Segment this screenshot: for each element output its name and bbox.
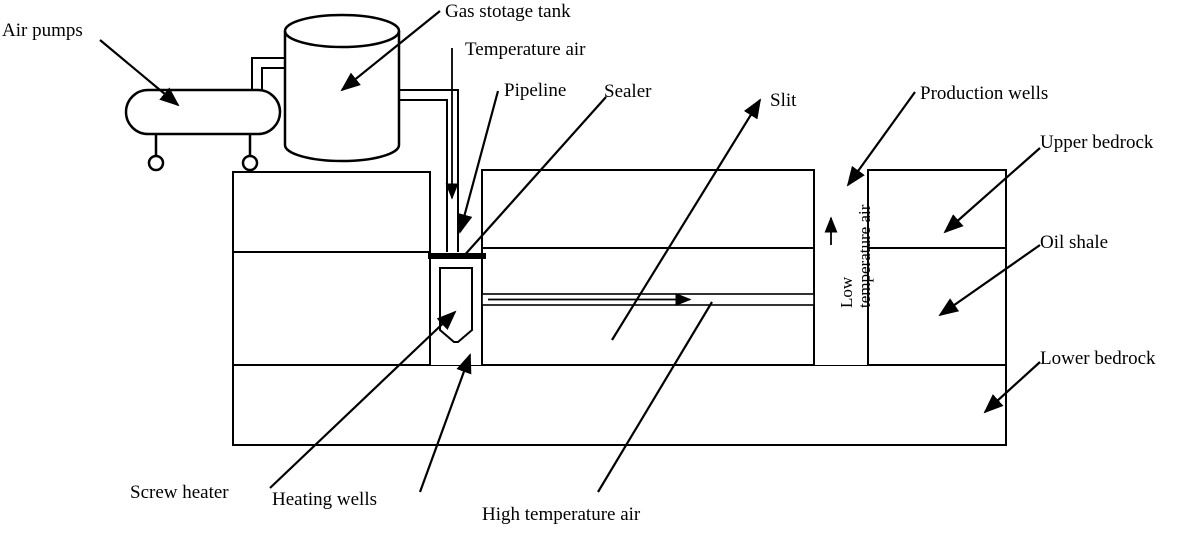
label-air-pumps: Air pumps [2, 20, 83, 41]
label-gas-storage-tank: Gas stotage tank [445, 1, 571, 22]
label-upper-bedrock: Upper bedrock [1040, 132, 1154, 153]
oil-shale-middle [481, 247, 815, 366]
upper-bedrock-left [232, 171, 431, 253]
label-temperature-air: Temperature air [465, 39, 586, 60]
label-slit: Slit [770, 90, 797, 111]
heating-well [429, 248, 483, 365]
label-low-temperature-air: Low temperature air [837, 204, 874, 308]
label-oil-shale: Oil shale [1040, 232, 1108, 253]
oil-shale-left [232, 251, 431, 366]
upper-bedrock-right [867, 169, 1007, 249]
production-well [813, 170, 869, 365]
label-high-temperature-air: High temperature air [482, 504, 641, 525]
oil-shale-right [867, 247, 1007, 366]
sealer [428, 253, 486, 259]
label-screw-heater: Screw heater [130, 482, 229, 503]
gas-storage-tank [283, 13, 401, 163]
pump-to-tank-pipe [251, 57, 285, 90]
label-lower-bedrock: Lower bedrock [1040, 348, 1156, 369]
label-low-temperature-air-line2: temperature air [855, 204, 874, 308]
slit [481, 293, 815, 306]
label-low-temperature-air-line1: Low [837, 276, 856, 308]
label-sealer: Sealer [604, 81, 652, 102]
upper-bedrock-middle [481, 169, 815, 249]
air-pump [124, 88, 282, 172]
leader-lines [99, 10, 1041, 493]
lower-bedrock [232, 364, 1007, 446]
label-heating-wells: Heating wells [272, 489, 377, 510]
label-production-wells: Production wells [920, 83, 1048, 104]
label-pipeline: Pipeline [504, 80, 566, 101]
